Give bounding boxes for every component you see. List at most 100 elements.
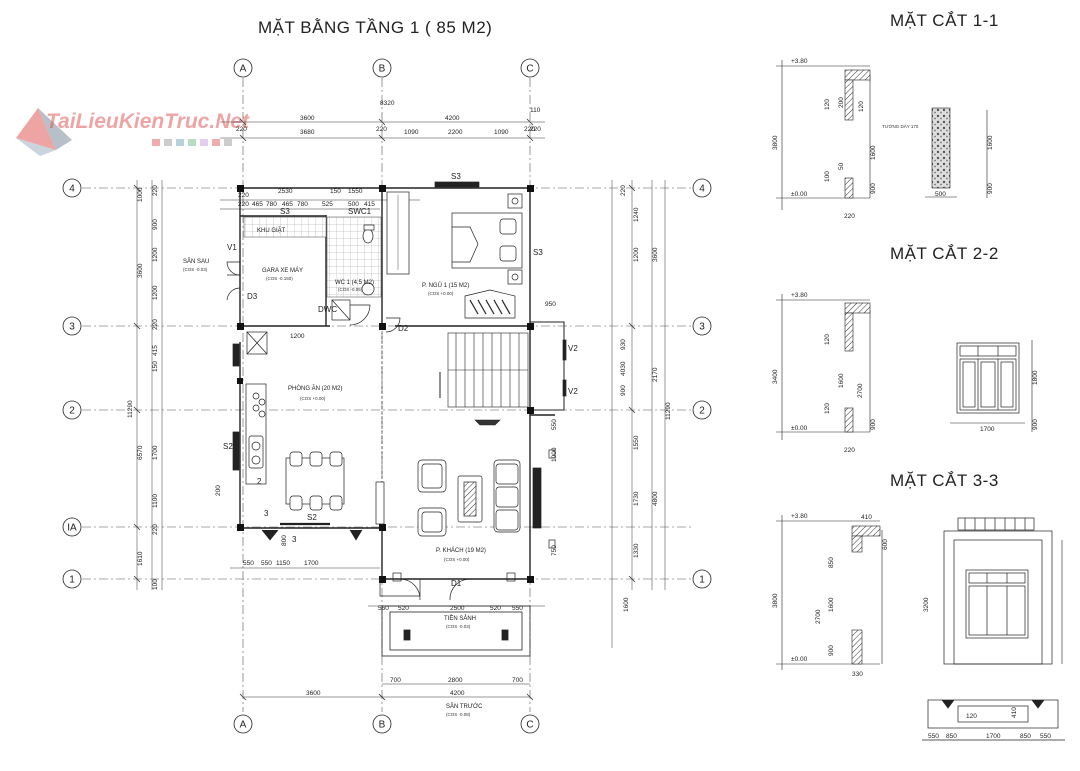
grid-bubbles: A B C A B C 4 3 2 IA 1 4 3 2 1 [62,58,712,734]
grid-bubble-a-bottom: A [233,714,253,734]
s22-window-elevation [956,342,1020,414]
label-khu-giat: KHU GIẶT [257,227,286,234]
dim-bottom-1200: 1200 [290,333,305,340]
dim-top-1090b: 1090 [494,129,509,136]
grid-bubble-1-left: 1 [62,569,82,589]
dim-left-11290: 11290 [127,400,134,418]
label-garage-level: (COS -0.150) [266,276,293,281]
dim-left-1000: 1000 [137,187,144,202]
dim-left-220b: 220 [152,185,159,196]
label-wc: WC 1 (4.5 M2) [335,280,374,286]
dim-top-110: 110 [530,107,541,114]
dim-top-220c: 220 [524,126,535,133]
grid-bubble-b-bottom: B [372,714,392,734]
s33-facade-elevation [943,517,1053,665]
front-porch [381,605,531,657]
dim-right-1330: 1330 [633,543,640,558]
tag-dwc: DWC [318,305,337,314]
s33-dim-2700: 2700 [815,609,822,624]
s11-dim-100: 100 [824,171,831,182]
s11-dim-120b: 120 [858,101,865,112]
svg-text:2: 2 [69,406,75,417]
grid-bubble-1-right: 1 [692,569,712,589]
dim-left-1200b: 1200 [152,247,159,262]
bedroom-furniture [386,191,523,319]
dim-right-1550: 1550 [633,435,640,450]
door-window-marks [226,181,567,601]
label-san-sau-level: (COS -0.03) [183,267,208,272]
svg-text:4: 4 [699,184,705,195]
s33-level-zero: ±0.00 [791,656,808,663]
dim-right-1600: 1600 [623,597,630,612]
grid-bubble-2-left: 2 [62,400,82,420]
s22-dim-1600: 1600 [838,373,845,388]
dim-right-4800: 4800 [652,491,659,506]
grid-bubble-1a-left: IA [62,517,82,537]
s22-dim-3400: 3400 [772,369,779,384]
s11-dim-200: 200 [838,97,845,108]
tag-swc1: SWC1 [348,207,372,216]
dim-bottom-550c: 550 [378,605,389,612]
dim-top2-2530: 2530 [278,188,293,195]
s33-bottom-850b: 850 [1020,733,1031,740]
svg-text:IA: IA [67,523,77,534]
wc-fixtures [331,224,375,321]
laundry-tiled-floor [243,216,327,238]
dim-bottom-550d: 550 [512,605,523,612]
dim-top2-525: 525 [322,201,333,208]
dim-bottom-1700: 1700 [304,560,319,567]
dim-bottom-3600: 3600 [306,690,321,697]
dim-bottom-550b: 550 [261,560,272,567]
dim-top-1090a: 1090 [404,129,419,136]
s11-dim-1600b: 1600 [987,135,994,150]
s11-dim-50: 50 [838,162,845,170]
dim-bottom-700a: 700 [390,677,401,684]
dim-bottom-1150: 1150 [276,560,290,567]
s33-bottom-850a: 850 [946,733,957,740]
tag-s3-left: S3 [280,207,290,216]
dimension-lines [133,118,666,701]
s22-dim-900: 900 [870,419,877,430]
label-san-truoc-level: (COS -0.08) [446,712,471,717]
s11-dim-1600: 1600 [870,145,877,160]
s22-dim-120b: 120 [824,403,831,414]
section-2-2-title: MẶT CẮT 2-2 [890,244,999,263]
tag-s2a: S2 [223,442,233,451]
s22-dim-1700: 1700 [980,426,995,433]
s33-bottom-120: 120 [966,713,977,720]
dim-bottom-800: 800 [281,535,288,546]
dim-top2-465a: 465 [252,201,263,208]
s11-dim-900: 900 [870,183,877,194]
dimension-texts-bottom: 550 550 1150 1700 550 520 2500 520 550 7… [215,333,523,697]
svg-text:1: 1 [699,575,705,586]
s11-note: TƯỜNG DÀY 170 [882,123,919,129]
svg-text:1: 1 [69,575,75,586]
dim-top2-465b: 465 [282,201,293,208]
s33-bottom-550a: 550 [928,733,939,740]
dim-right-950: 950 [545,301,556,308]
grid-bubble-4-left: 4 [62,178,82,198]
s33-bottom-410: 410 [1011,707,1018,718]
s11-dim-220: 220 [844,213,855,220]
dim-top2-415: 415 [364,201,375,208]
tag-v1: V1 [227,243,237,252]
dim-top-220d: 220 [530,126,541,133]
opening-tags: S3 S3 S3 SWC1 V1 D3 DWC D2 V2 V2 S2 S2 D… [223,172,578,588]
living-room-furniture [375,459,542,537]
dim-right-930: 930 [620,339,627,350]
section-3-3: MẶT CẮT 3-3 [772,471,1065,741]
dim-top2-220: 220 [238,192,249,199]
s22-dim-1800: 1800 [1032,370,1039,385]
dim-top-220a: 220 [236,126,247,133]
dim-left-220: 220 [152,319,159,330]
dim-top-3600: 3600 [300,115,315,122]
label-phong-an: PHÒNG ĂN (20 M2) [288,385,342,392]
dim-bottom-2500: 2500 [450,605,465,612]
s22-dim-2700: 2700 [857,383,864,398]
dim-right-1000: 1000 [551,447,558,462]
svg-text:A: A [240,720,247,731]
label-tien-sanh: TIỀN SẢNH [444,615,476,622]
tag-three-a: 3 [264,509,269,518]
dim-top2-780b: 780 [297,201,308,208]
